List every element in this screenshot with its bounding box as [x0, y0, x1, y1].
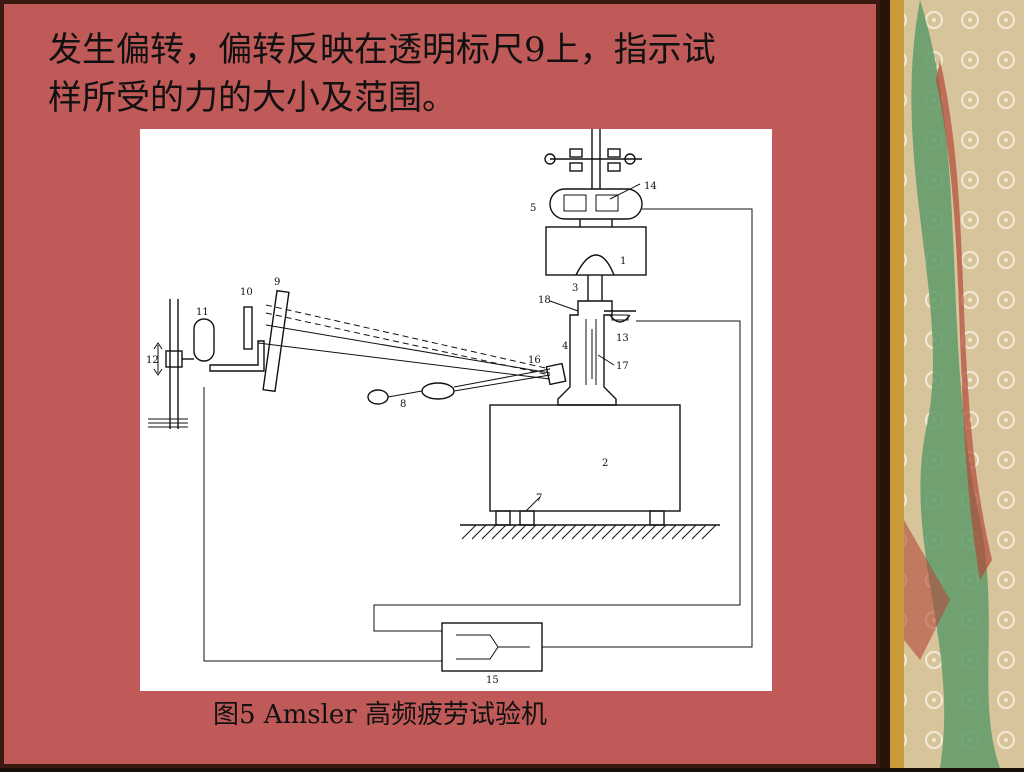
machine-diagram: 1 2 3 4 5 7 8 9 10 11 12 13 14 15 16 17 …	[140, 129, 772, 691]
label-5: 5	[530, 203, 536, 214]
mirror	[545, 362, 567, 386]
label-15: 15	[486, 675, 499, 686]
label-4: 4	[562, 341, 568, 352]
label-8: 8	[400, 399, 406, 410]
slide-text-line-2: 样所受的力的大小及范围。	[48, 78, 456, 118]
top-knob-left	[544, 153, 556, 165]
label-11: 11	[196, 307, 209, 318]
top-knob-right	[624, 153, 636, 165]
label-2: 2	[602, 458, 608, 469]
vibrating-mass	[545, 226, 647, 276]
label-1: 1	[620, 256, 626, 267]
slide-body-text: 发生偏转，偏转反映在透明标尺9上，指示试 样所受的力的大小及范围。	[48, 26, 848, 122]
label-3: 3	[572, 283, 578, 294]
label-16: 16	[528, 355, 541, 366]
label-18: 18	[538, 295, 551, 306]
figure-caption: 图5 Amsler 高频疲劳试验机	[213, 700, 547, 730]
label-12: 12	[146, 355, 159, 366]
transparent-scale	[262, 289, 290, 393]
label-17: 17	[616, 361, 629, 372]
electromagnet	[549, 188, 643, 220]
label-14: 14	[644, 181, 657, 192]
label-13: 13	[616, 333, 629, 344]
photocell	[193, 318, 215, 362]
label-10: 10	[240, 287, 253, 298]
machine-base	[489, 404, 681, 512]
slide-panel: 发生偏转，偏转反映在透明标尺9上，指示试 样所受的力的大小及范围。	[0, 0, 880, 768]
slide-text-line-1: 发生偏转，偏转反映在透明标尺9上，指示试	[48, 30, 716, 70]
label-9: 9	[274, 277, 280, 288]
lamp	[367, 389, 389, 405]
decorative-border	[880, 0, 1024, 768]
